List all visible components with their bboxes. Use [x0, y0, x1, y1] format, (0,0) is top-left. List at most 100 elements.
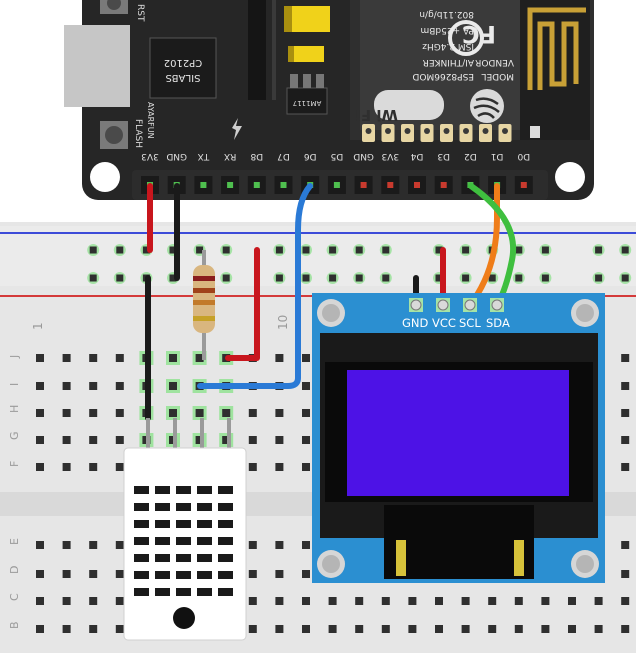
breadboard-hole: [248, 597, 257, 605]
rst-label: RST: [135, 4, 145, 22]
voltage-regulator: [286, 87, 328, 115]
pin-label-rx: RX: [224, 151, 236, 161]
rail-hole: [595, 274, 603, 282]
breadboard-hole: [36, 354, 44, 362]
breadboard-hole: [408, 597, 417, 605]
breadboard-hole: [275, 354, 284, 362]
wifi-badge: Wi Fi: [356, 90, 444, 124]
sensor-vent-slot: [176, 486, 191, 494]
breadboard-hole: [169, 354, 177, 362]
rail-hole: [116, 274, 124, 282]
breadboard-hole: [621, 436, 630, 444]
breadboard-hole: [302, 541, 310, 549]
rail-hole: [275, 246, 283, 254]
breadboard-hole: [461, 625, 470, 633]
row-letter: D: [8, 566, 21, 574]
breadboard-hole: [275, 541, 284, 549]
breadboard-hole: [488, 625, 497, 633]
sensor-vent-slot: [218, 588, 233, 596]
breadboard-hole: [89, 625, 98, 633]
sensor-vent-slot: [176, 571, 191, 579]
breadboard-hole: [514, 597, 523, 605]
sensor-vent-slot: [134, 571, 149, 579]
resistor-band-2: [193, 288, 215, 293]
breadboard-hole: [541, 625, 550, 633]
dht22-sensor: [123, 418, 247, 641]
sensor-vent-slot: [155, 520, 170, 528]
breadboard-hole: [435, 597, 443, 605]
pin-pad: [200, 182, 207, 188]
breadboard-hole: [381, 597, 390, 605]
rail-hole: [169, 246, 177, 254]
sensor-vent-slot: [134, 588, 149, 596]
breadboard-hole: [568, 625, 576, 633]
breadboard-hole: [222, 409, 231, 417]
breadboard-hole: [621, 597, 630, 605]
sensor-vent-slot: [197, 486, 212, 494]
pin-label-d2: D2: [464, 151, 477, 161]
regulator-pin-1: [290, 74, 298, 88]
sensor-vent-slot: [155, 588, 170, 596]
cap1-band: [284, 6, 292, 32]
oled-flex-tab-right: [514, 540, 524, 576]
pin-label-tx: TX: [198, 151, 211, 161]
pin-pad: [280, 182, 287, 188]
castellated-pad-hole: [502, 128, 508, 134]
row-letter: F: [8, 461, 21, 467]
breadboard-hole: [302, 597, 310, 605]
sensor-vent-slot: [176, 520, 191, 528]
pin-label-d0: D0: [517, 151, 530, 161]
espressif-logo: [470, 89, 504, 123]
breadboard-hole: [89, 354, 98, 362]
breadboard-hole: [568, 597, 576, 605]
breadboard-hole: [275, 597, 284, 605]
breadboard-hole: [89, 436, 98, 444]
rail-hole: [541, 246, 549, 254]
row-letter: E: [8, 538, 21, 545]
regulator-pin-2: [303, 74, 311, 88]
breadboard-hole: [248, 436, 257, 444]
breadboard-hole: [302, 382, 310, 390]
breadboard-hole: [621, 625, 630, 633]
sensor-vent-slot: [134, 520, 149, 528]
rail-hole: [169, 274, 177, 282]
pin-pad: [520, 182, 527, 188]
maker-label: AYARFUN: [146, 102, 155, 139]
sensor-vent-slot: [197, 503, 212, 511]
breadboard-hole: [408, 625, 417, 633]
breadboard-hole: [115, 382, 124, 390]
breadboard-hole: [62, 382, 71, 390]
breadboard-hole: [248, 463, 257, 471]
pin-pad: [440, 182, 447, 188]
mount-hole-right: [555, 162, 585, 192]
fc-logo: FC: [448, 20, 496, 56]
espressif-logo-waves: [473, 97, 500, 119]
castellated-pad-hole: [463, 128, 469, 134]
breadboard-hole: [328, 625, 337, 633]
castellated-pad-hole: [385, 128, 391, 134]
breadboard-hole: [62, 463, 71, 471]
sensor-grill: [134, 486, 233, 596]
resistor: [193, 250, 215, 360]
oled-pin-label-sda: SDA: [486, 316, 510, 330]
sensor-vent-slot: [155, 537, 170, 545]
sensor-vent-slot: [155, 554, 170, 562]
pin-pad: [387, 182, 394, 188]
breadboard-hole: [36, 625, 44, 633]
breadboard-hole: [89, 541, 98, 549]
breadboard-hole: [355, 597, 364, 605]
oled-pin: [464, 299, 476, 311]
wire-pullup-red: [225, 247, 260, 361]
usb-connector: [64, 25, 130, 107]
breadboard-hole: [275, 463, 284, 471]
top-power-rail: [0, 226, 636, 286]
row-letter: B: [8, 621, 21, 629]
breadboard-hole: [302, 463, 310, 471]
pin-label-d6: D6: [304, 151, 317, 161]
rail-hole: [435, 274, 443, 282]
rail-hole: [222, 274, 230, 282]
